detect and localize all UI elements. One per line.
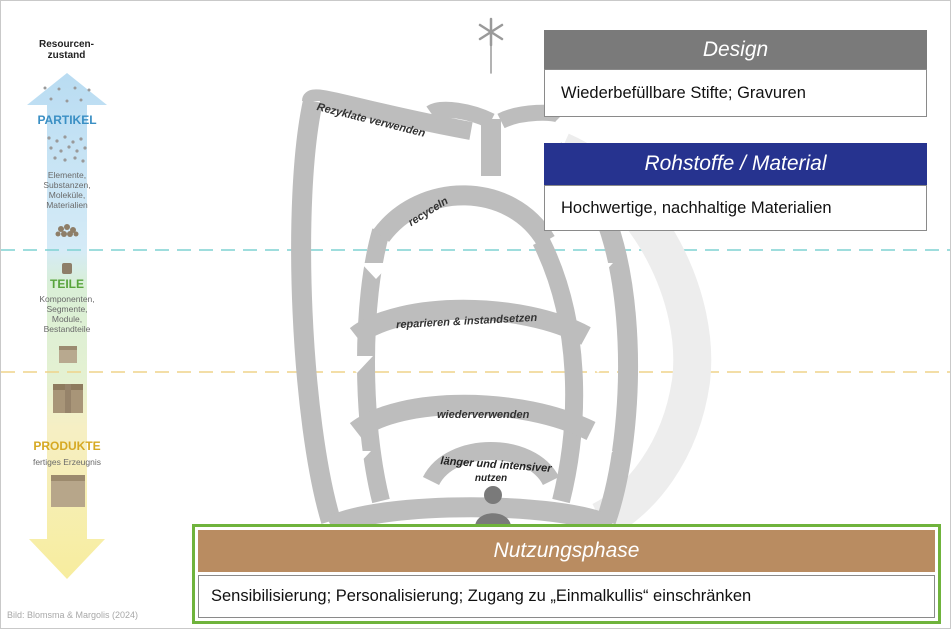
- user-person-icon: [475, 486, 511, 526]
- level-label-products: PRODUKTE: [33, 439, 101, 453]
- resource-state-arrow: [27, 73, 107, 579]
- image-credit-caption: Bild: Blomsma & Margolis (2024): [7, 610, 139, 620]
- resource-state-title: Resourcen- zustand: [38, 39, 94, 61]
- usage-phase-header: Nutzungsphase: [198, 530, 935, 572]
- particle-dots: [43, 86, 91, 163]
- medium-box-icon: [53, 384, 83, 413]
- loop-arrowheads: [339, 263, 613, 468]
- design-box-header: Design: [544, 30, 927, 69]
- design-box-body: Wiederbefüllbare Stifte; Gravuren: [544, 69, 927, 117]
- level-description-products: fertiges Erzeugnis: [32, 457, 102, 467]
- loop-label-nutzen: nutzen: [474, 473, 508, 484]
- usage-phase-title: Nutzungsphase: [493, 539, 640, 562]
- large-box-icon: [51, 475, 85, 507]
- material-box-body: Hochwertige, nachhaltige Materialien: [544, 185, 927, 231]
- loop-label-wiederverwenden: wiederverwenden: [437, 409, 530, 421]
- usage-phase-text: Sensibilisierung; Personalisierung; Zuga…: [211, 587, 752, 605]
- usage-phase-box: Nutzungsphase Sensibilisierung; Personal…: [192, 524, 941, 624]
- material-pile-icon: [55, 224, 79, 237]
- material-box-text: Hochwertige, nachhaltige Materialien: [561, 198, 832, 217]
- level-label-parts: TEILE: [49, 277, 84, 291]
- asterisk-icon: [478, 17, 504, 74]
- design-box-title: Design: [702, 37, 769, 61]
- material-box-header: Rohstoffe / Material: [544, 143, 927, 185]
- level-description-particles: Elemente, Substanzen, Moleküle, Material…: [43, 170, 91, 210]
- material-box-title: Rohstoffe / Material: [644, 152, 827, 175]
- part-icon: [62, 263, 72, 274]
- usage-phase-body: Sensibilisierung; Personalisierung; Zuga…: [198, 575, 935, 618]
- level-description-parts: Komponenten, Segmente, Module, Bestandte…: [39, 294, 95, 334]
- level-label-particles: PARTIKEL: [37, 113, 97, 127]
- small-box-icon: [59, 346, 77, 363]
- design-box-text: Wiederbefüllbare Stifte; Gravuren: [561, 83, 806, 102]
